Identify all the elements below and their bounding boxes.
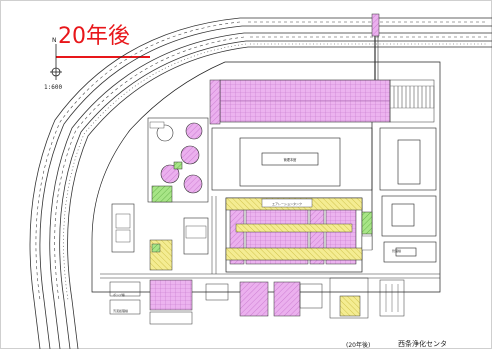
label-right: 管理棟 (392, 248, 401, 253)
svg-text:管理本館: 管理本館 (284, 157, 297, 162)
north-label: N (52, 37, 57, 44)
bottom-facilities (109, 277, 405, 325)
title-underline (56, 56, 150, 58)
north-arrow-icon: N (50, 37, 62, 80)
label-bottom-b: 汚泥処理棟 (113, 308, 128, 313)
digester-tanks (147, 117, 209, 203)
label-bottom-a: ポンプ棟 (113, 292, 125, 297)
scale-label: 1:600 (44, 84, 63, 91)
perimeter-road (29, 17, 492, 349)
internal-roads (100, 196, 440, 279)
outfall-channel (371, 13, 380, 250)
future-treatment-complex: エアレーションタンク (225, 197, 373, 273)
road-markings (35, 21, 488, 301)
admin-building: 管理本館 (211, 127, 437, 263)
caption-note: (20年後) (346, 342, 371, 349)
svg-text:エアレーションタンク: エアレーションタンク (272, 201, 302, 206)
intake-facilities (111, 203, 209, 271)
future-reaction-tanks-upper (209, 79, 435, 125)
site-boundary (91, 61, 441, 293)
caption-name: 西条浄化センタ (398, 340, 447, 348)
plan-title: 20年後 (58, 24, 130, 49)
